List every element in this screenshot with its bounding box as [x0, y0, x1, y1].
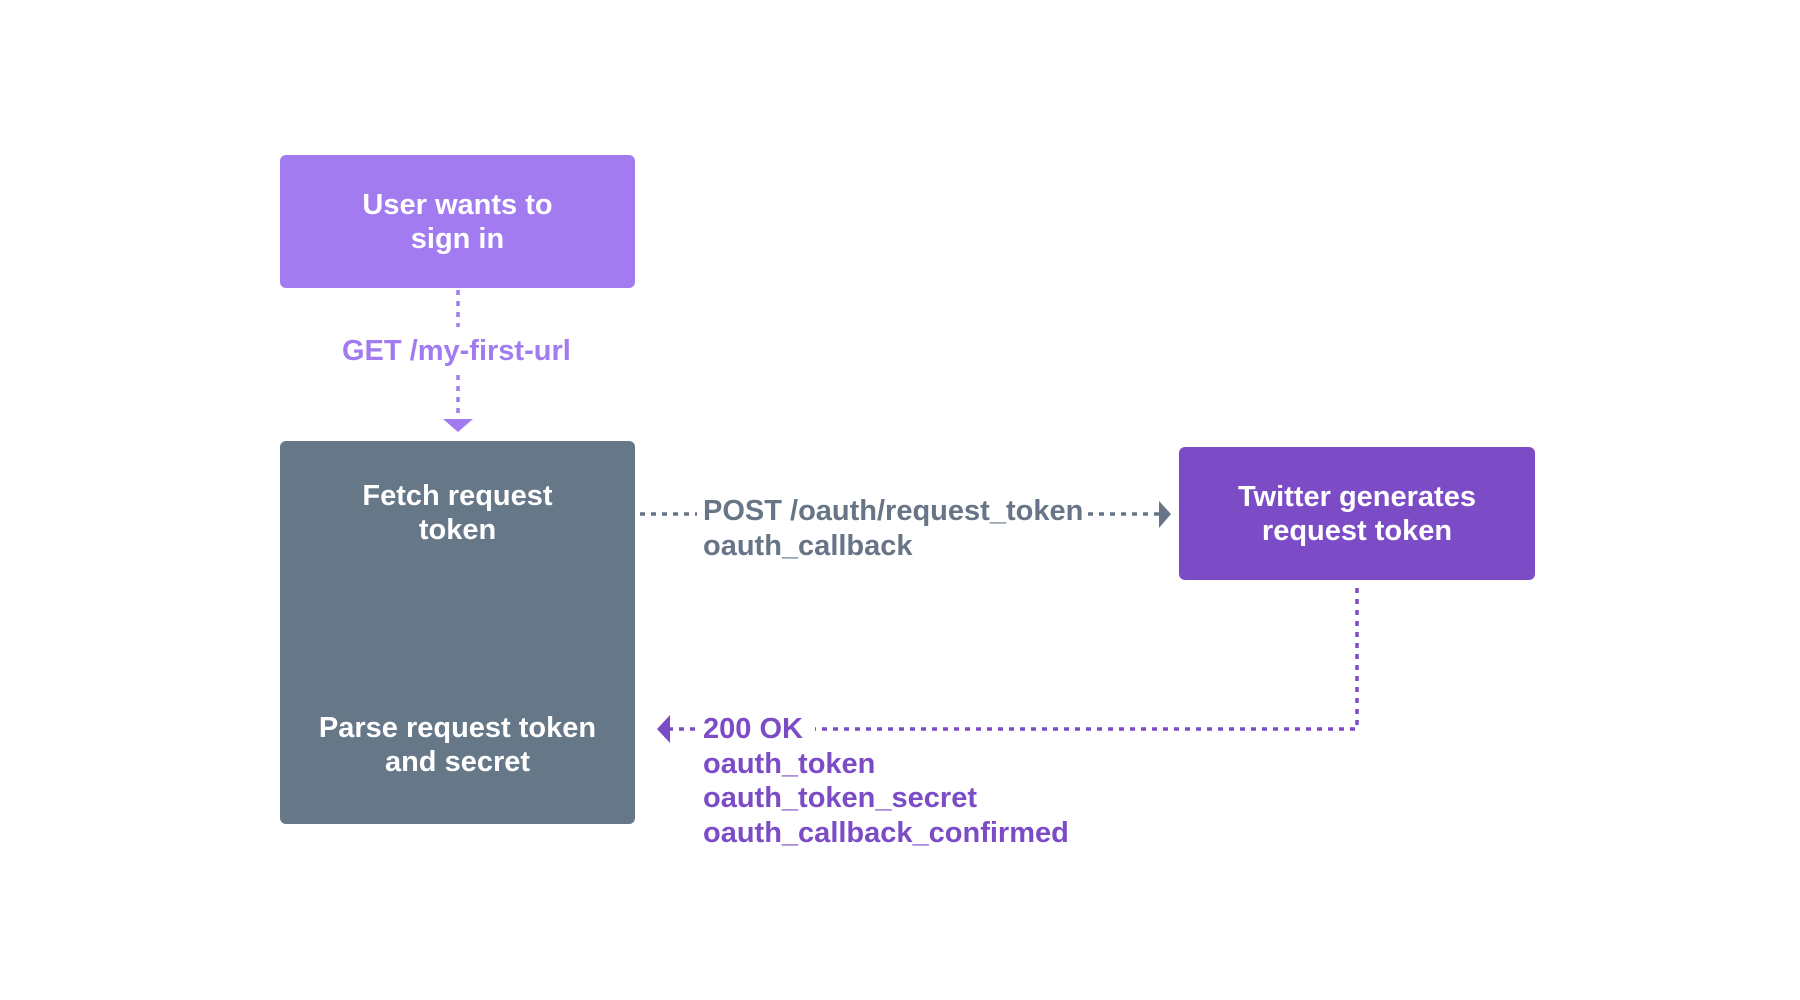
fetch-request-token-label: Fetch request token [362, 480, 553, 546]
post-edge-label-line2: oauth_callback [703, 529, 913, 562]
response-arrow-line [815, 588, 1359, 731]
response-edge-label-line4: oauth_callback_confirmed [703, 816, 1069, 849]
get-edge-label-text: GET /my-first-url [342, 335, 571, 367]
post-edge-label: POST /oauth/request_token oauth_callback [703, 494, 1083, 563]
client-node: Fetch request token Parse request token … [280, 441, 635, 824]
response-arrowhead [657, 715, 670, 743]
user-wants-to-sign-in-node: User wants to sign in [280, 155, 635, 288]
twitter-generates-token-node: Twitter generates request token [1179, 447, 1535, 580]
user-node-label: User wants to sign in [362, 188, 553, 255]
response-edge-label-line1: 200 OK [703, 713, 803, 745]
parse-request-token-label: Parse request token and secret [318, 712, 597, 778]
response-edge-label-line2: oauth_token [703, 747, 876, 780]
get-arrowhead [443, 419, 473, 432]
twitter-node-label: Twitter generates request token [1238, 480, 1476, 547]
post-arrowhead [1159, 501, 1171, 528]
get-edge-label: GET /my-first-url [342, 334, 571, 369]
response-edge-label-line3: oauth_token_secret [703, 782, 977, 814]
post-edge-label-line1: POST /oauth/request_token [703, 495, 1084, 527]
response-edge-label: 200 OK oauth_token oauth_token_secret oa… [703, 712, 1069, 850]
